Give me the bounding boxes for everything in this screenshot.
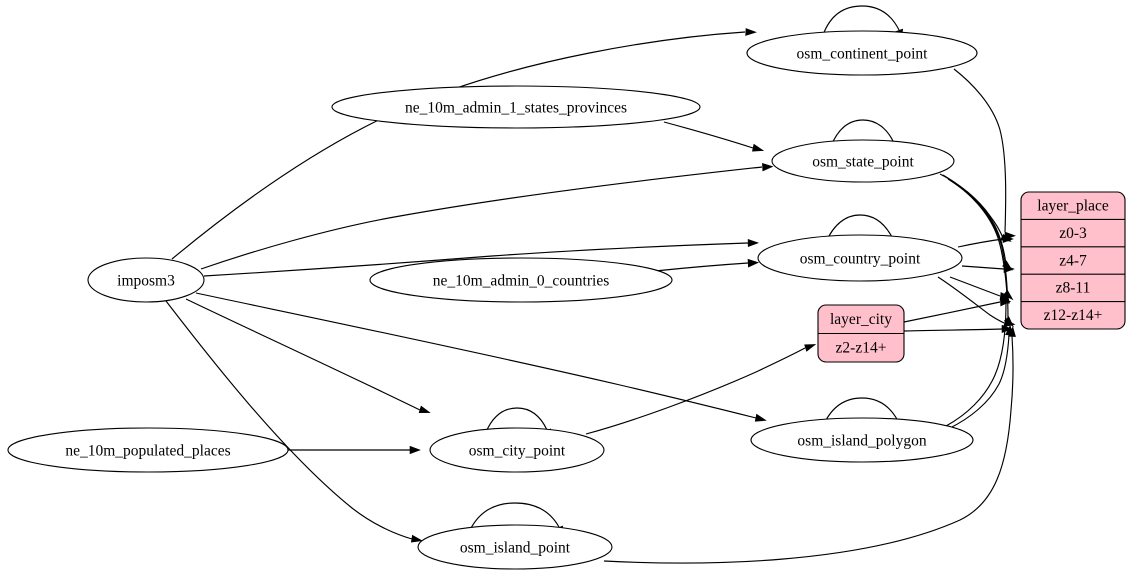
node-osm-state-point[interactable]: osm_state_point bbox=[771, 139, 955, 183]
edge-ne-admin-0-countries-to-osm-country-point bbox=[654, 258, 760, 272]
node-osm-city-point[interactable]: osm_city_point bbox=[429, 427, 605, 473]
node-label-osm-state-point: osm_state_point bbox=[812, 154, 914, 171]
node-ne-10m-populated-places[interactable]: ne_10m_populated_places bbox=[7, 427, 289, 473]
node-label-osm-continent-point: osm_continent_point bbox=[797, 46, 929, 63]
node-osm-continent-point[interactable]: osm_continent_point bbox=[746, 30, 978, 76]
edge-osm-country-point-to-layer-place-z8-11 bbox=[949, 276, 1012, 301]
edge-layer-city-to-layer-place-z12 bbox=[903, 324, 1013, 334]
edge-imposm3-to-osm-continent-point bbox=[171, 28, 757, 260]
layer-place-row-z0-3[interactable]: z0-3 bbox=[1059, 225, 1087, 242]
edge-imposm3-to-osm-city-point bbox=[185, 298, 431, 414]
edge-imposm3-to-osm-country-point bbox=[203, 238, 760, 277]
edge-osm-country-point-to-layer-place-z12 bbox=[937, 276, 1016, 328]
layer-place-title: layer_place bbox=[1037, 198, 1109, 215]
edge-osm-island-polygon-to-layer-place-z12 bbox=[949, 324, 1013, 429]
layer-place-row-z12-z14[interactable]: z12-z14+ bbox=[1044, 307, 1103, 324]
node-layer: imposm3 ne_10m_admin_1_states_provinces … bbox=[7, 30, 1126, 570]
edge-osm-continent-point-to-layer-place-z0-3 bbox=[953, 68, 1016, 240]
layer-city-title: layer_city bbox=[830, 311, 892, 328]
edge-osm-country-point-to-layer-place-z0-3 bbox=[957, 234, 1014, 248]
node-layer-place[interactable]: layer_place z0-3 z4-7 z8-11 z12-z14+ bbox=[1020, 191, 1126, 330]
edge-ne-populated-places-to-osm-city-point bbox=[288, 445, 421, 455]
node-label-ne-10m-admin-1-states-provinces: ne_10m_admin_1_states_provinces bbox=[405, 100, 627, 117]
layer-city-row-z2-z14[interactable]: z2-z14+ bbox=[836, 340, 887, 357]
node-ne-10m-admin-1-states-provinces[interactable]: ne_10m_admin_1_states_provinces bbox=[331, 85, 701, 129]
edge-imposm3-to-osm-island-point bbox=[165, 300, 423, 543]
edge-ne-states-provinces-to-osm-state-point bbox=[663, 121, 765, 152]
layer-place-row-z4-7[interactable]: z4-7 bbox=[1059, 252, 1087, 269]
node-label-imposm3: imposm3 bbox=[117, 273, 175, 290]
node-label-osm-city-point: osm_city_point bbox=[469, 443, 566, 460]
edge-osm-city-point-to-layer-city-z2 bbox=[585, 344, 817, 435]
edge-imposm3-to-osm-state-point bbox=[200, 162, 774, 270]
node-osm-island-point[interactable]: osm_island_point bbox=[417, 524, 613, 570]
edge-osm-country-point-to-layer-place-z4-7 bbox=[961, 264, 1015, 274]
edge-osm-island-polygon-to-layer-place-z8-11 bbox=[945, 292, 1010, 427]
node-label-osm-island-point: osm_island_point bbox=[460, 540, 571, 557]
node-label-ne-10m-populated-places: ne_10m_populated_places bbox=[65, 443, 230, 460]
edge-osm-state-point-to-layer-place-z0-3 bbox=[939, 173, 1012, 242]
node-ne-10m-admin-0-countries[interactable]: ne_10m_admin_0_countries bbox=[369, 257, 673, 303]
node-label-ne-10m-admin-0-countries: ne_10m_admin_0_countries bbox=[433, 273, 610, 290]
node-layer-city[interactable]: layer_city z2-z14+ bbox=[817, 304, 905, 363]
edge-osm-island-point-to-layer-place-z12 bbox=[603, 326, 1016, 564]
node-osm-country-point[interactable]: osm_country_point bbox=[757, 234, 963, 282]
node-label-osm-country-point: osm_country_point bbox=[800, 251, 921, 268]
edge-imposm3-to-osm-island-polygon bbox=[195, 292, 767, 422]
layer-place-row-z8-11[interactable]: z8-11 bbox=[1056, 280, 1091, 297]
edge-layer-city-to-layer-place-z8-11 bbox=[903, 297, 1012, 323]
node-label-osm-island-polygon: osm_island_polygon bbox=[797, 433, 926, 450]
node-imposm3[interactable]: imposm3 bbox=[87, 257, 205, 303]
edge-layer bbox=[165, 5, 1016, 564]
node-osm-island-polygon[interactable]: osm_island_polygon bbox=[750, 417, 974, 463]
